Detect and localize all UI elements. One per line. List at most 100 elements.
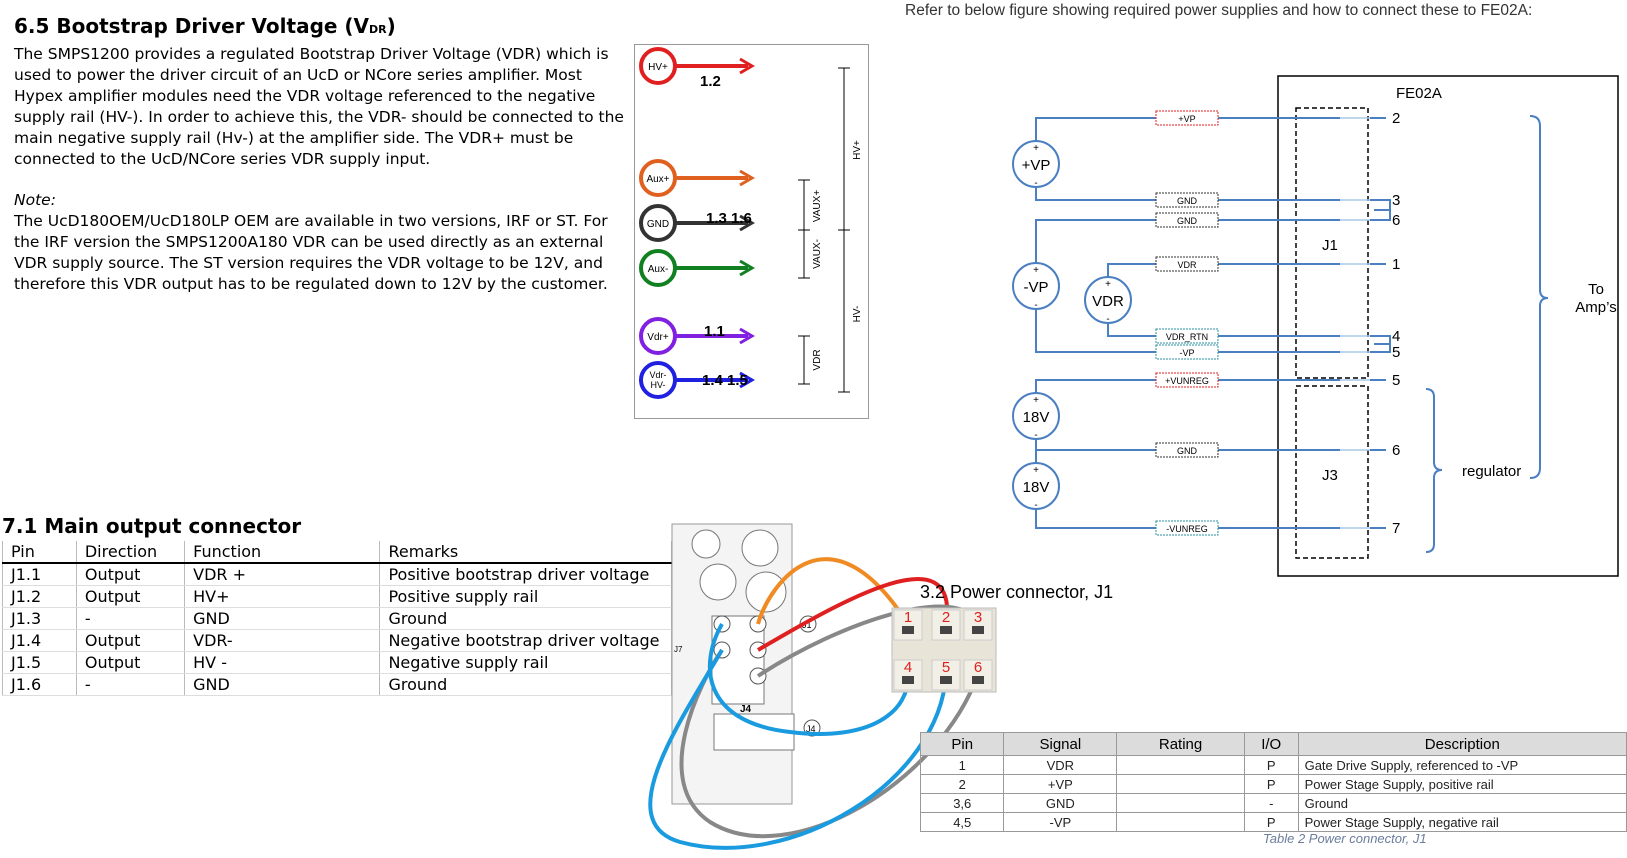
table-cell: Positive bootstrap driver voltage <box>379 563 672 586</box>
table-cell: P <box>1243 755 1299 775</box>
pin-number: 3 <box>1392 192 1400 209</box>
section-6-5-body: The SMPS1200 provides a regulated Bootst… <box>14 44 634 295</box>
wire-blue-2 <box>648 648 948 850</box>
net-label-box <box>1155 442 1219 458</box>
rail-terminal-circle <box>639 317 677 355</box>
table-cell: Gate Drive Supply, referenced to -VP <box>1297 755 1627 775</box>
table-cell <box>1116 755 1245 775</box>
table-cell: J1.1 <box>2 563 77 586</box>
connector-cavity <box>931 659 961 691</box>
rail-terminal-circle <box>639 249 677 287</box>
pin-label-1-1: 1.1 <box>704 323 725 340</box>
svg-text:+: + <box>1033 465 1039 476</box>
tj1-header: I/O <box>1243 732 1299 756</box>
rail-arrowhead <box>739 259 755 277</box>
net-label: VDR_RTN <box>1166 332 1208 342</box>
rail-terminal-label: Vdr-HV- <box>649 370 666 390</box>
pin-number: 1 <box>1392 256 1400 273</box>
j7-board-label: J7 <box>674 645 683 654</box>
svg-text:-: - <box>1034 178 1037 189</box>
voltage-source-label: 18V <box>1023 479 1050 496</box>
regulator-brace <box>1425 388 1443 553</box>
connector-pin-number: 1 <box>904 609 912 626</box>
j1-callout: J1 <box>802 620 812 630</box>
svg-text:-: - <box>1034 430 1037 441</box>
pin-number: 7 <box>1392 520 1400 537</box>
connector-pin-number: 4 <box>904 659 912 676</box>
j4-callout: J4 <box>806 724 816 734</box>
connector-j3-label: J3 <box>1322 467 1338 484</box>
span-label-hv-plus: HV+ <box>852 140 863 160</box>
net-label-box <box>1155 212 1219 228</box>
table-cell: Power Stage Supply, negative rail <box>1297 812 1627 832</box>
table-cell: Power Stage Supply, positive rail <box>1297 774 1627 794</box>
svg-text:+: + <box>1033 395 1039 406</box>
rail-terminal-circle <box>639 361 677 399</box>
tj1-header: Signal <box>1003 732 1118 756</box>
table-cell: - <box>75 607 185 630</box>
rail-terminal-circle <box>639 159 677 197</box>
connector-cavity <box>963 609 993 641</box>
net-label: GND <box>1177 216 1198 226</box>
span-label-hv-minus: HV- <box>852 306 863 323</box>
pin-number: 5 <box>1392 372 1400 389</box>
svg-text:+: + <box>1033 265 1039 276</box>
paragraph-vdr-description: The SMPS1200 provides a regulated Bootst… <box>14 45 624 168</box>
wire-red <box>756 577 950 652</box>
table-cell: - <box>1243 793 1299 813</box>
svg-text:-: - <box>1034 300 1037 311</box>
net-label-box <box>1155 110 1219 126</box>
section-7-1-title: 7.1 Main output connector <box>2 514 302 538</box>
table-cell: - <box>75 673 185 696</box>
rail-arrowhead <box>739 214 755 232</box>
connector-j1-label: J1 <box>1322 237 1338 254</box>
note-label: Note: <box>14 191 56 209</box>
connector-j1-box <box>1295 107 1369 379</box>
table-cell: P <box>1243 812 1299 832</box>
connector-cavity <box>931 609 961 641</box>
span-label-vaux-minus: VAUX- <box>812 239 823 269</box>
t71-header: Remarks <box>379 541 672 564</box>
fe02a-title: FE02A <box>1396 85 1442 102</box>
connector-pin-number: 2 <box>942 609 950 626</box>
pin-number: 6 <box>1392 212 1400 229</box>
connector-terminal <box>940 676 952 684</box>
rail-arrowhead <box>739 327 755 345</box>
rail-terminal-label: Aux- <box>648 264 669 275</box>
voltage-source <box>1012 392 1060 440</box>
t71-header: Direction <box>75 541 185 564</box>
voltage-source <box>1012 140 1060 188</box>
table-caption: Table 2 Power connector, J1 <box>1263 831 1427 846</box>
rail-arrowhead <box>739 371 755 389</box>
voltage-source <box>1012 462 1060 510</box>
table-cell: 1 <box>919 755 1005 775</box>
table-cell <box>1116 793 1245 813</box>
net-label-box <box>1155 256 1219 272</box>
net-label: VDR <box>1177 260 1197 270</box>
table-cell: Output <box>75 585 185 608</box>
reference-line: Refer to below figure showing required p… <box>905 2 1533 19</box>
table-cell <box>1116 774 1245 794</box>
voltage-source-label: 18V <box>1023 409 1050 426</box>
table-cell: Negative supply rail <box>379 651 672 674</box>
table-cell: Positive supply rail <box>379 585 672 608</box>
connector-terminal <box>902 626 914 634</box>
svg-text:-: - <box>1106 314 1109 325</box>
connector-j3-box <box>1295 385 1369 559</box>
fe02a-board-outline <box>1277 75 1619 577</box>
tj1-header: Rating <box>1116 732 1245 756</box>
paragraph-note: The UcD180OEM/UcD180LP OEM are available… <box>14 212 608 293</box>
svg-text:-: - <box>1034 500 1037 511</box>
tj1-header: Pin <box>919 732 1005 756</box>
j4-board-label: J4 <box>740 704 752 715</box>
connector-terminal <box>972 676 984 684</box>
